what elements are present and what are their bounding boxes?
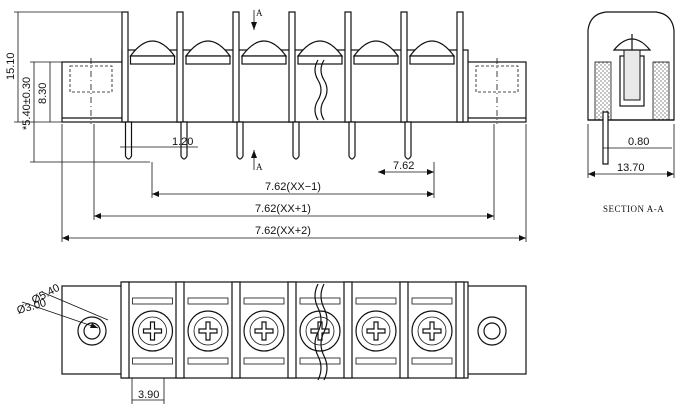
cross-slot-icon [254,321,274,341]
pcb-pin [404,121,412,160]
screw-head [296,40,344,57]
top-barrier-wall [399,281,409,379]
section-hatch-right [652,61,670,121]
front-pins [124,121,412,160]
break-line [314,59,322,121]
screw-head [352,40,400,57]
dim-height-pin: *5.40±0.30 [21,77,33,130]
barrier-wall [456,11,464,123]
top-barrier-wall [287,281,297,379]
right-hole-outer [477,316,507,346]
top-view: Ø5.40 Ø3.00 3.90 [16,281,527,404]
section-view: 0.80 13.70 SECTION A-A [587,11,675,214]
screw-head [240,40,288,57]
screw-top [355,310,397,352]
section-title: SECTION A-A [603,204,664,214]
screw-washer [297,55,343,65]
dim-height-total: 15.10 [5,52,17,80]
dim-span-xx-minus: 7.62(XX−1) [265,181,321,193]
barrier-wall [344,11,352,123]
top-cells [120,281,465,379]
dim-section-pin: 0.80 [628,136,649,148]
top-barrier-wall [343,281,353,379]
barrier-wall [288,11,296,123]
cell-tab [132,297,173,305]
cell-tab [187,297,229,305]
cell-tab [355,297,397,305]
dim-pitch: 7.62 [393,160,414,172]
barrier-wall [121,11,129,123]
section-screw [623,43,641,101]
screw-head [129,40,176,57]
section-marker-bottom: A [256,162,263,172]
top-barrier-wall [175,281,185,379]
barrier-wall [400,11,408,123]
top-break-line [314,283,322,381]
screw-top [299,310,341,352]
screw-washer [129,55,176,65]
dim-span-xx-plus2: 7.62(XX+2) [255,225,311,237]
cell-tab [411,297,453,305]
section-marker-top: A [256,8,263,18]
screw-washer [185,55,231,65]
screw-top [131,310,174,352]
screw-top [243,310,285,352]
pcb-pin [180,121,188,160]
dim-pin-width: 1.20 [172,136,193,148]
screw-washer [353,55,399,65]
dim-span-xx-plus: 7.62(XX+1) [255,203,311,215]
cell-tab [243,297,285,305]
screw-top [187,310,229,352]
left-hole-outer [77,316,107,346]
section-hatch-left [594,61,612,121]
cell-tab [299,297,341,305]
cross-slot-icon [142,321,163,341]
top-barrier-wall [455,281,465,379]
pcb-pin [124,121,133,160]
barrier-wall [176,11,184,123]
cross-slot-icon [198,321,218,341]
top-barrier-wall [120,281,130,379]
screw-top [411,310,453,352]
right-ear-hidden [475,65,519,93]
dim-hole-inner: Ø3.00 [16,297,48,317]
right-hole-inner [483,322,501,340]
dim-screw-pitch: 3.90 [138,389,159,401]
section-pin [602,111,609,165]
screw-head [184,40,232,57]
dim-height-body: 8.30 [37,83,49,104]
top-barrier-wall [231,281,241,379]
barrier-wall [232,11,240,123]
screw-head [408,40,456,57]
pcb-pin [348,121,356,160]
cross-slot-icon [366,321,386,341]
pcb-pin [236,121,244,160]
front-view: A A 15.10 *5.40±0.30 8.30 1.20 7.62 7.62… [5,8,527,242]
pcb-pin [292,121,300,160]
cross-slot-icon [422,321,442,341]
screw-washer [241,55,287,65]
dim-section-width: 13.70 [617,162,645,174]
screw-washer [409,55,455,65]
left-ear-hidden [69,65,113,93]
